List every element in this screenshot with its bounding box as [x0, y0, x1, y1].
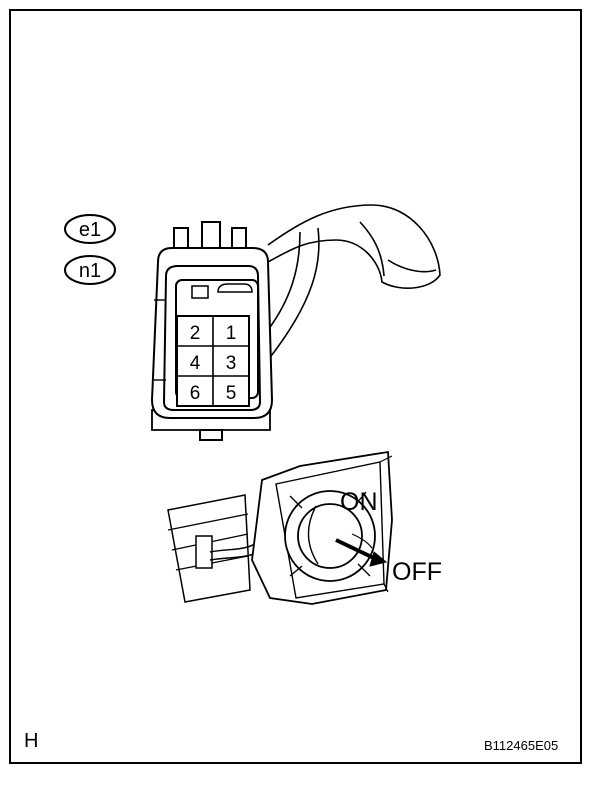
pin-4: 4 [190, 353, 201, 374]
connector-tag-n1: n1 [64, 255, 116, 285]
pin-2: 2 [190, 323, 201, 344]
tag-n1-label: n1 [79, 260, 101, 282]
figure-frame [9, 9, 582, 764]
off-label: OFF [392, 558, 442, 586]
pin-5: 5 [226, 383, 237, 404]
connector-tag-e1: e1 [64, 214, 116, 244]
pin-3: 3 [226, 353, 237, 374]
pin-6: 6 [190, 383, 201, 404]
tag-e1-label: e1 [79, 219, 101, 241]
figure-letter: H [24, 730, 39, 752]
pin-grid: 2 1 4 3 6 5 [176, 315, 250, 407]
wire-harness [267, 204, 441, 361]
figure-code: B112465E05 [484, 738, 559, 753]
on-label: ON [340, 488, 378, 516]
ignition-switch [167, 450, 393, 605]
pin-1: 1 [226, 323, 237, 344]
